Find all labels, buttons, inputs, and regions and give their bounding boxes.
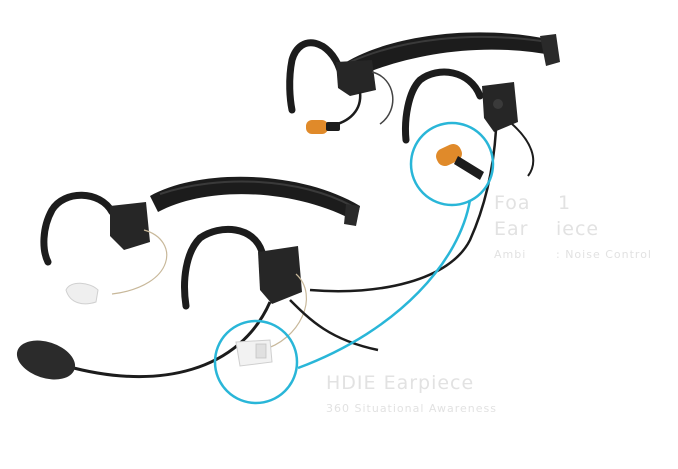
hdie-earpiece-callout-circle	[213, 319, 299, 405]
foam-earpiece-callout-circle	[409, 121, 495, 207]
back-headset	[286, 32, 560, 293]
foam-callout-title-part1: Foa	[494, 192, 531, 214]
foam-earpiece-front	[436, 143, 484, 180]
boom-mic-windscreen	[16, 340, 76, 380]
foam-callout-title-part2: 1	[558, 192, 572, 214]
foam-earpiece-back	[306, 120, 340, 134]
hdie-callout-title: HDIE Earpiece	[326, 372, 475, 394]
clear-earpiece-back	[65, 282, 99, 305]
callout-graphics	[213, 121, 495, 405]
callout-connector-line	[297, 199, 472, 370]
foam-callout-detail-part2: : Noise Control	[556, 248, 652, 261]
foam-callout-subtitle-part1: Ear	[494, 218, 529, 240]
front-headset	[16, 176, 379, 380]
hdie-callout-subtitle: 360 Situational Awareness	[326, 402, 497, 415]
foam-callout-detail-part1: Ambi	[494, 248, 527, 261]
hdie-earpiece	[235, 339, 273, 367]
foam-callout-subtitle-part2: iece	[556, 218, 600, 240]
